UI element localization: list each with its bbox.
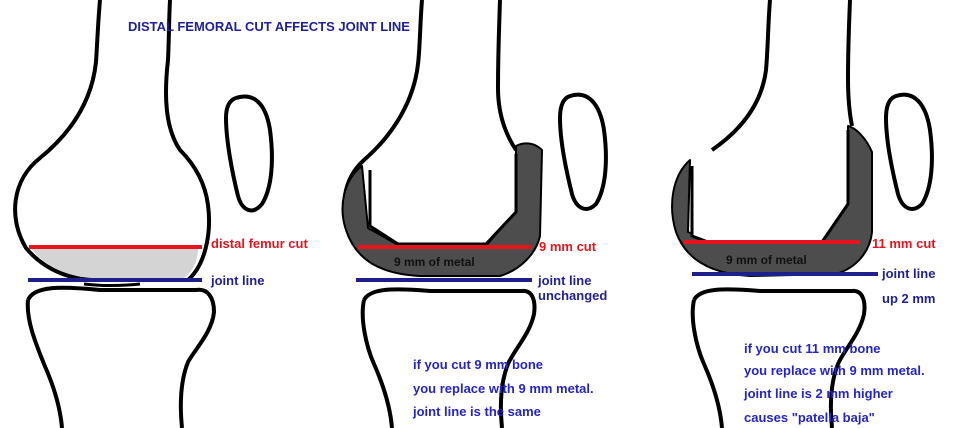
explanation-line-2: you replace with 9 mm metal. (744, 363, 925, 378)
panel-11mm-cut: 9 mm of metal 11 mm cut joint line up 2 … (671, 0, 936, 428)
explanation-line-4: causes "patella baja" (744, 410, 875, 425)
femoral-component-inner (368, 154, 518, 246)
cut-depth-label: 11 mm cut (872, 236, 936, 251)
femoral-component-metal (341, 142, 543, 277)
tibia-bone (25, 285, 216, 428)
tibia-bone (360, 287, 537, 428)
femur-bone (13, 0, 211, 282)
metal-thickness-label: 9 mm of metal (726, 253, 807, 267)
joint-contact (83, 282, 141, 287)
explanation-line-3: joint line is 2 mm higher (743, 386, 893, 401)
joint-line-label: joint line (881, 266, 935, 281)
explanation-line-2: you replace with 9 mm metal. (413, 381, 594, 396)
resected-bone-slice (31, 248, 198, 278)
distal-femur-cut-label: distal femur cut (211, 236, 308, 251)
patella-bone (558, 92, 608, 211)
panel-9mm-cut: 9 mm of metal 9 mm cut joint line unchan… (341, 0, 608, 428)
joint-line-label: joint line (210, 273, 264, 288)
femur-bone (710, 0, 854, 152)
joint-line-status-label: up 2 mm (882, 291, 935, 306)
patella-bone (884, 92, 934, 211)
joint-line-status-label: unchanged (538, 288, 607, 303)
panel-normal-knee: distal femur cut joint line (13, 0, 308, 428)
explanation-line-1: if you cut 11 mm bone (744, 341, 881, 356)
metal-thickness-label: 9 mm of metal (394, 255, 475, 269)
diagram-title: DISTAL FEMORAL CUT AFFECTS JOINT LINE (128, 19, 410, 34)
joint-line-label: joint line (537, 273, 591, 288)
explanation-line-3: joint line is the same (412, 404, 541, 419)
cut-depth-label: 9 mm cut (539, 239, 597, 254)
explanation-line-1: if you cut 9 mm bone (413, 357, 543, 372)
tibia-bone (690, 287, 867, 428)
patella-bone (224, 94, 274, 213)
